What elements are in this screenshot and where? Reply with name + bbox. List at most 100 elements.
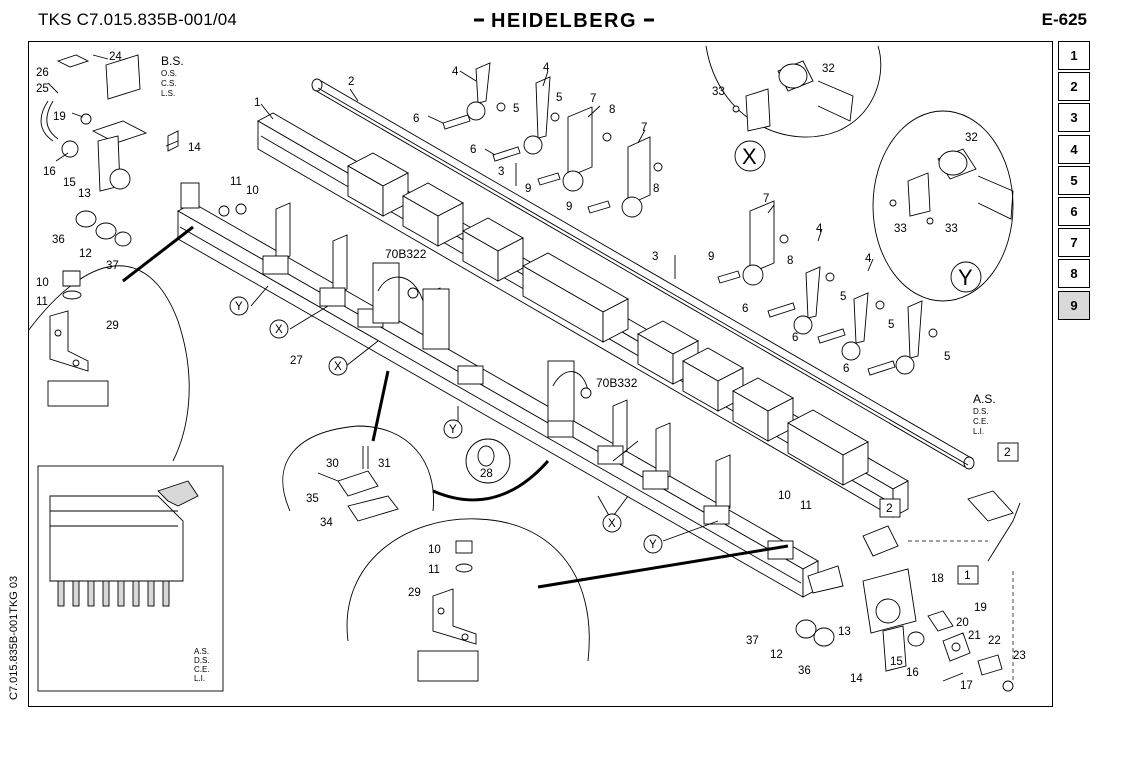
part-12-left: 12 xyxy=(79,248,92,260)
part-31: 31 xyxy=(378,458,391,470)
part-35: 35 xyxy=(306,493,319,505)
part-6-a: 6 xyxy=(413,113,419,125)
part-10-top: 10 xyxy=(246,185,259,197)
tab-5[interactable]: 5 xyxy=(1058,165,1090,195)
callout-x-3: X xyxy=(608,518,616,530)
callout-x-big xyxy=(734,140,766,172)
drawing-frame xyxy=(28,41,1053,707)
part-20: 20 xyxy=(956,617,969,629)
part-16-left: 16 xyxy=(43,166,56,178)
inset-as-label: A.S. xyxy=(194,647,209,656)
callout-x-1: X xyxy=(275,324,283,336)
part-19-left: 19 xyxy=(53,111,66,123)
as-label: A.S. xyxy=(973,392,996,406)
callout-y-1: Y xyxy=(235,301,243,313)
part-7-b: 7 xyxy=(641,122,647,134)
part-34: 34 xyxy=(320,517,333,529)
section-boxes: 2 2 1 xyxy=(879,442,1019,585)
part-12-right: 12 xyxy=(770,649,783,661)
part-27: 27 xyxy=(290,355,303,367)
part-14-right: 14 xyxy=(850,673,863,685)
right-bracket-group xyxy=(795,490,1021,692)
part-26: 26 xyxy=(36,67,49,79)
part-9-b: 9 xyxy=(566,201,572,213)
as-line-2: C.E. xyxy=(973,417,989,426)
part-37-right: 37 xyxy=(746,635,759,647)
part-37-left: 37 xyxy=(106,260,119,272)
inset-as-line-1: D.S. xyxy=(194,656,210,665)
callout-x-big-text: X xyxy=(742,144,757,169)
part-6-d: 6 xyxy=(792,332,798,344)
part-9-c: 9 xyxy=(708,251,714,263)
shaft xyxy=(311,78,975,470)
part-19-right: 19 xyxy=(974,602,987,614)
callout-y-3: Y xyxy=(649,539,657,551)
box-2-upper: 2 xyxy=(1004,445,1011,459)
box-2-lower: 2 xyxy=(886,501,893,515)
part-1: 1 xyxy=(254,97,260,109)
part-4-b: 4 xyxy=(543,62,550,74)
part-11-center: 11 xyxy=(428,564,440,576)
as-line-1: D.S. xyxy=(973,407,989,416)
tab-7[interactable]: 7 xyxy=(1058,228,1090,258)
tab-1[interactable]: 1 xyxy=(1058,41,1090,70)
part-7-a: 7 xyxy=(590,93,596,105)
part-10-center: 10 xyxy=(428,544,441,556)
brand-wordmark: HEIDELBERG xyxy=(491,10,637,32)
bs-label: B.S. xyxy=(161,54,184,68)
callout-y-2: Y xyxy=(449,424,457,436)
part-4-a: 4 xyxy=(452,66,459,78)
gripper-plates xyxy=(562,106,775,286)
part-6-e: 6 xyxy=(843,363,849,375)
part-18: 18 xyxy=(931,573,944,585)
part-3-b: 3 xyxy=(652,251,658,263)
part-3-a: 3 xyxy=(498,166,504,178)
part-5-d: 5 xyxy=(888,319,894,331)
detail-clamp xyxy=(282,370,550,522)
tab-3[interactable]: 3 xyxy=(1058,103,1090,133)
part-numbers: 24 26 25 19 14 16 15 13 11 10 36 12 37 1… xyxy=(36,51,1026,692)
part-5-a: 5 xyxy=(513,103,519,115)
part-7-c: 7 xyxy=(763,193,769,205)
tab-9[interactable]: 9 xyxy=(1058,290,1090,320)
part-22: 22 xyxy=(988,635,1001,647)
part-15-left: 15 xyxy=(63,177,76,189)
part-8-c: 8 xyxy=(787,255,793,267)
detail-y xyxy=(872,110,1014,302)
part-25: 25 xyxy=(36,83,49,95)
part-33-x: 33 xyxy=(712,86,725,98)
part-15-right: 15 xyxy=(890,656,903,668)
tab-2[interactable]: 2 xyxy=(1058,72,1090,102)
tab-8[interactable]: 8 xyxy=(1058,259,1090,289)
part-33-y-a: 33 xyxy=(894,223,907,235)
part-5-c: 5 xyxy=(840,291,846,303)
part-32-y: 32 xyxy=(965,132,978,144)
part-10-left: 10 xyxy=(36,277,49,289)
detail-callouts: X Y Y X X Y X Y xyxy=(229,140,982,554)
part-4-c: 4 xyxy=(816,223,823,235)
part-28: 28 xyxy=(480,468,493,480)
part-21: 21 xyxy=(968,630,981,642)
part-30: 30 xyxy=(326,458,339,470)
left-bracket-group xyxy=(40,54,247,283)
part-11-top: 11 xyxy=(230,176,242,188)
part-13-right: 13 xyxy=(838,626,851,638)
inset-view xyxy=(37,465,224,692)
exploded-parts-diagram: B.S. O.S. C.S. L.S. A.S. D.S. C.E. L.I. … xyxy=(28,45,1026,692)
part-6-c: 6 xyxy=(742,303,748,315)
callout-y-big xyxy=(950,261,982,293)
part-36-right: 36 xyxy=(798,665,811,677)
vertical-drawing-code: C7.015.835B-001TKG 03 xyxy=(8,575,20,700)
inset-teeth xyxy=(57,580,170,607)
part-10-right: 10 xyxy=(778,490,791,502)
bs-line-1: O.S. xyxy=(161,69,177,78)
part-11-left: 11 xyxy=(36,296,48,308)
tab-6[interactable]: 6 xyxy=(1058,196,1090,226)
part-23: 23 xyxy=(1013,650,1026,662)
tab-4[interactable]: 4 xyxy=(1058,134,1090,164)
sensor-code-70b322: 70B322 xyxy=(385,247,427,261)
heidelberg-logo: HEIDELBERG xyxy=(474,10,654,32)
as-line-3: L.I. xyxy=(973,427,984,436)
part-8-a: 8 xyxy=(609,104,615,116)
part-32-x: 32 xyxy=(822,63,835,75)
